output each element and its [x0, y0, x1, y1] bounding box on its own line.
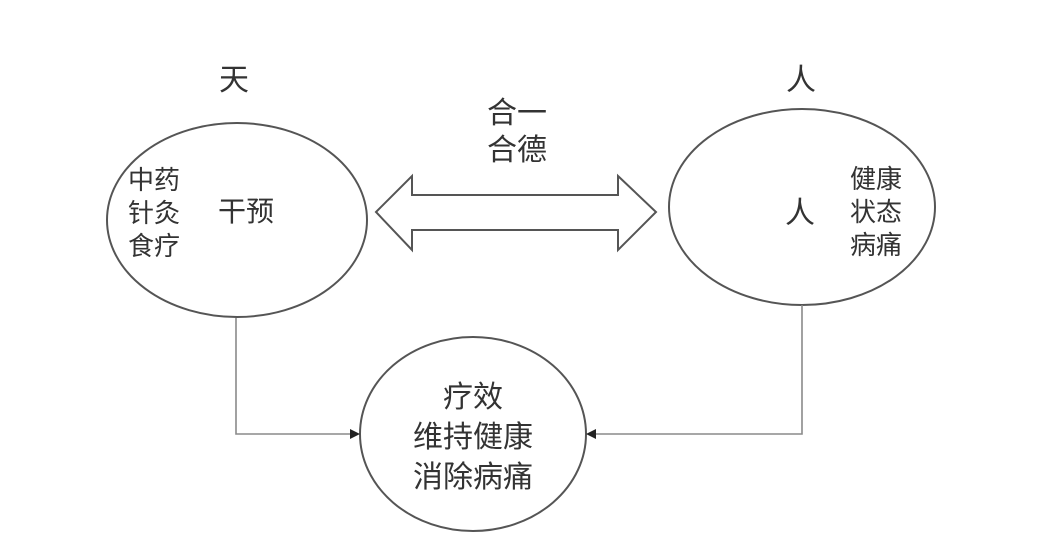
state-condition: 状态 [850, 198, 903, 228]
double-arrow-icon [374, 173, 658, 253]
method-herbal: 中药 [128, 166, 181, 196]
right-connector-line [594, 305, 803, 435]
state-health: 健康 [850, 165, 903, 195]
state-list: 健康 状态 病痛 [850, 164, 902, 263]
link-label-virtue: 合德 [487, 133, 547, 168]
outcome-maintain-health: 维持健康 [413, 420, 533, 455]
human-label: 人 [785, 196, 815, 231]
left-connector-arrowhead-icon [350, 429, 360, 439]
intervention-label: 干预 [218, 195, 275, 228]
link-label: 合一 合德 [487, 95, 547, 169]
state-illness: 病痛 [850, 231, 903, 261]
method-acupuncture: 针灸 [128, 199, 181, 229]
heaven-title: 天 [219, 63, 249, 98]
human-title: 人 [786, 63, 816, 98]
method-list: 中药 针灸 食疗 [128, 165, 180, 264]
link-label-unity: 合一 [487, 96, 547, 131]
left-connector-line [235, 318, 352, 435]
method-diet: 食疗 [128, 232, 181, 262]
intervention-ellipse [106, 122, 368, 318]
outcome-efficacy: 疗效 [443, 380, 503, 415]
outcome-text: 疗效 维持健康 消除病痛 [413, 378, 533, 498]
outcome-eliminate-illness: 消除病痛 [413, 460, 533, 495]
right-connector-arrowhead-icon [586, 429, 596, 439]
